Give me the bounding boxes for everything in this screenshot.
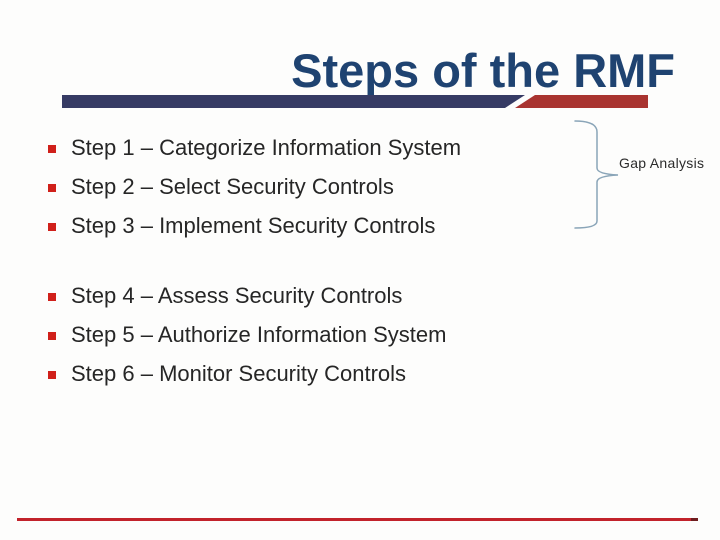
bullet-square-icon: [48, 370, 56, 379]
bullet-item-label: Step 4 – Assess Security Controls: [71, 282, 403, 308]
title-underline-navy-bar: [62, 95, 525, 108]
bullet-item-step-2: Step 2 – Select Security Controls: [48, 167, 461, 206]
bullet-group-steps-4-6: Step 4 – Assess Security Controls Step 5…: [48, 276, 446, 393]
bullet-square-icon: [48, 144, 56, 153]
bottom-divider-line-end: [691, 518, 698, 521]
bullet-item-label: Step 6 – Monitor Security Controls: [71, 360, 407, 386]
right-curly-brace-icon: [574, 120, 619, 229]
bullet-square-icon: [48, 183, 56, 192]
bullet-item-step-3: Step 3 – Implement Security Controls: [48, 206, 461, 245]
bullet-square-icon: [48, 222, 56, 231]
bullet-square-icon: [48, 331, 56, 340]
bullet-item-step-1: Step 1 – Categorize Information System: [48, 128, 461, 167]
bullet-item-label: Step 1 – Categorize Information System: [71, 134, 462, 160]
bullet-item-step-5: Step 5 – Authorize Information System: [48, 315, 446, 354]
bullet-item-label: Step 2 – Select Security Controls: [71, 173, 394, 199]
bullet-item-label: Step 3 – Implement Security Controls: [71, 212, 436, 238]
bullet-item-step-4: Step 4 – Assess Security Controls: [48, 276, 446, 315]
bullet-item-step-6: Step 6 – Monitor Security Controls: [48, 354, 446, 393]
bullet-item-label: Step 5 – Authorize Information System: [71, 321, 447, 347]
bottom-divider-line: [17, 518, 698, 521]
bullet-group-steps-1-3: Step 1 – Categorize Information System S…: [48, 128, 461, 245]
bullet-square-icon: [48, 292, 56, 301]
page-title: Steps of the RMF: [291, 44, 675, 98]
gap-analysis-label: Gap Analysis: [619, 155, 705, 171]
title-underline-red-bar: [515, 95, 648, 108]
